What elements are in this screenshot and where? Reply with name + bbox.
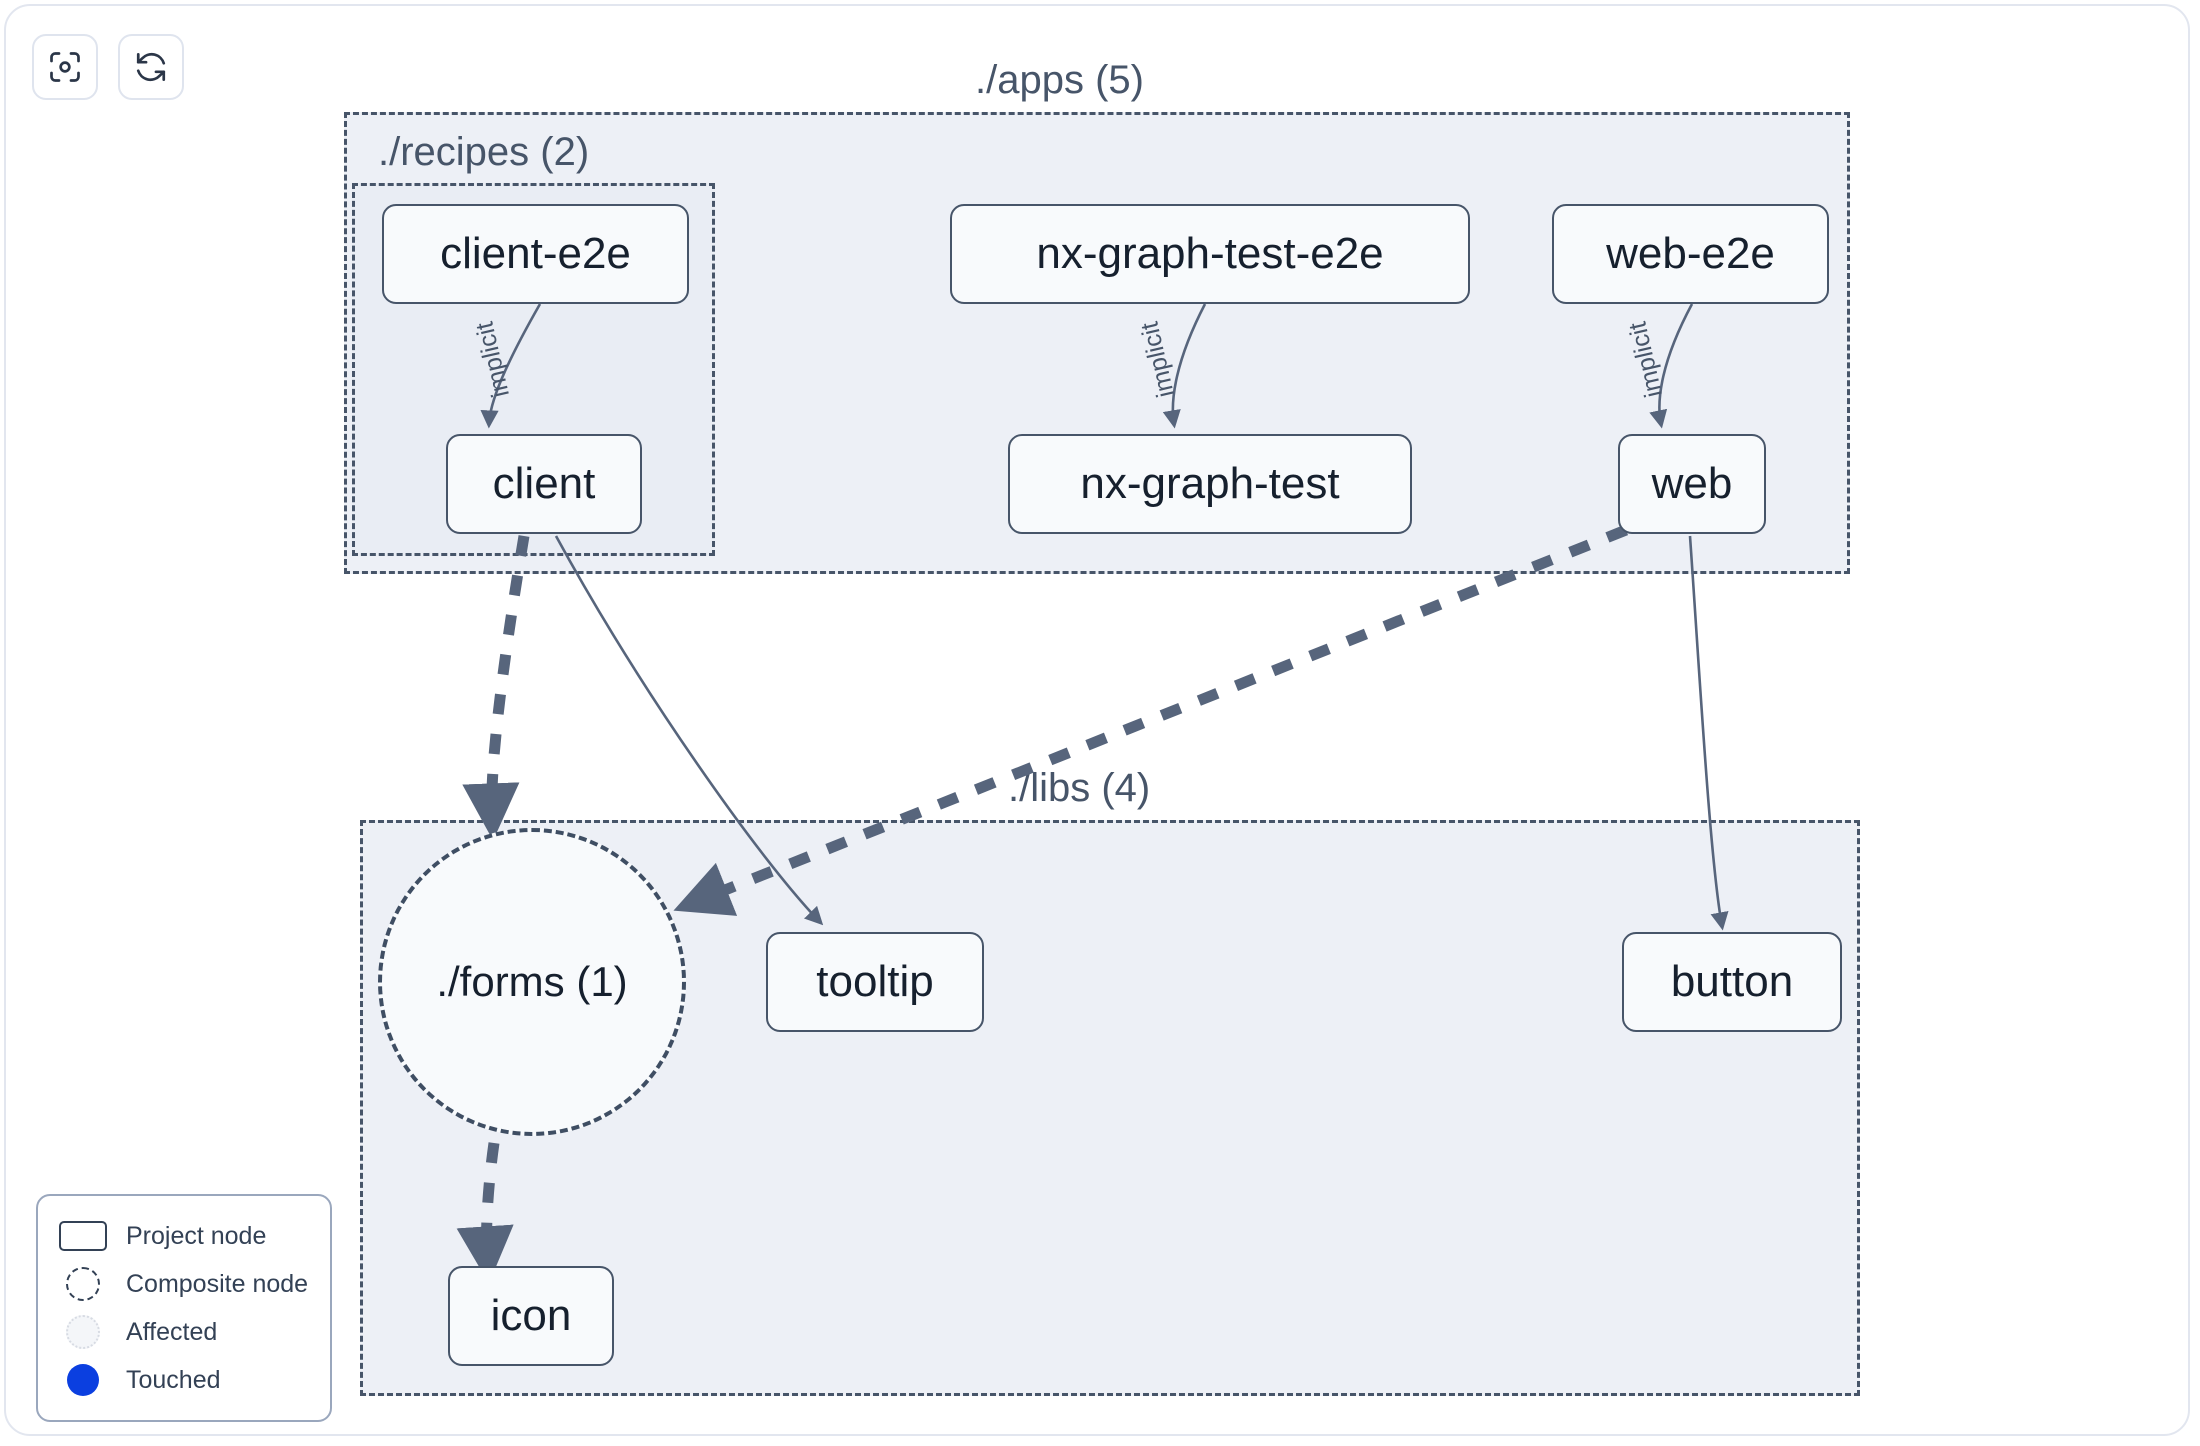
- node-icon[interactable]: icon: [448, 1266, 614, 1366]
- legend-item-project-node-label: Project node: [126, 1221, 267, 1250]
- node-web[interactable]: web: [1618, 434, 1766, 534]
- node-nx-graph-test-label: nx-graph-test: [1080, 459, 1340, 508]
- node-button-label: button: [1670, 957, 1794, 1006]
- legend-item-composite-node: Composite node: [56, 1260, 312, 1308]
- legend-item-affected-label: Affected: [126, 1317, 218, 1346]
- legend-item-affected: Affected: [56, 1308, 312, 1356]
- node-nx-graph-test-e2e-label: nx-graph-test-e2e: [1036, 229, 1384, 278]
- node-client-e2e-label: client-e2e: [440, 229, 631, 278]
- node-icon-label: icon: [490, 1291, 572, 1340]
- node-forms-composite[interactable]: ./forms (1): [378, 828, 686, 1136]
- edge-client-to-forms: [462, 535, 530, 841]
- node-web-e2e-label: web-e2e: [1606, 229, 1775, 278]
- touched-node-icon: [56, 1364, 110, 1396]
- refresh-graph-button[interactable]: [118, 34, 184, 100]
- graph-legend: Project node Composite node Affected Tou…: [36, 1194, 332, 1422]
- group-libs-label: ./libs (4): [1008, 766, 1151, 810]
- node-client[interactable]: client: [446, 434, 642, 534]
- composite-node-icon: [56, 1267, 110, 1301]
- node-forms-label: ./forms (1): [436, 958, 628, 1005]
- node-client-label: client: [492, 459, 596, 508]
- node-nx-graph-test-e2e[interactable]: nx-graph-test-e2e: [950, 204, 1470, 304]
- legend-item-composite-node-label: Composite node: [126, 1269, 309, 1298]
- group-recipes-label: ./recipes (2): [378, 130, 590, 174]
- refresh-icon: [133, 49, 169, 85]
- node-tooltip[interactable]: tooltip: [766, 932, 984, 1032]
- node-button[interactable]: button: [1622, 932, 1842, 1032]
- node-client-e2e[interactable]: client-e2e: [382, 204, 689, 304]
- node-web-e2e[interactable]: web-e2e: [1552, 204, 1829, 304]
- focus-graph-button[interactable]: [32, 34, 98, 100]
- affected-node-icon: [56, 1315, 110, 1349]
- group-apps-label: ./apps (5): [975, 58, 1144, 102]
- legend-item-touched-label: Touched: [126, 1365, 221, 1394]
- legend-item-project-node: Project node: [56, 1212, 312, 1260]
- project-node-icon: [56, 1221, 110, 1251]
- node-nx-graph-test[interactable]: nx-graph-test: [1008, 434, 1412, 534]
- legend-item-touched: Touched: [56, 1356, 312, 1404]
- node-web-label: web: [1651, 459, 1733, 508]
- graph-toolbar: [32, 34, 184, 100]
- node-tooltip-label: tooltip: [816, 957, 934, 1006]
- viewfinder-icon: [47, 49, 83, 85]
